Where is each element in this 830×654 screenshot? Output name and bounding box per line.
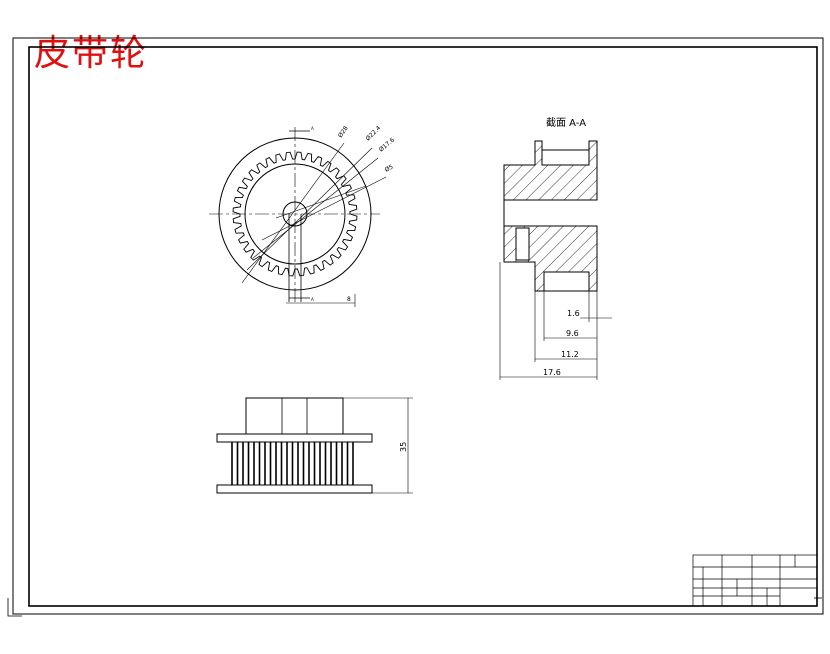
dim-11-2: 11.2 <box>561 350 579 359</box>
title-block <box>692 554 818 607</box>
hub-circle <box>244 163 346 265</box>
section-marker-top: A <box>311 126 314 131</box>
dim-dia-17-6: Ø17.6 <box>378 136 396 153</box>
dim-dia-22-4: Ø22.4 <box>364 125 382 143</box>
dim-height-35: 35 <box>399 442 408 452</box>
dim-17-6: 17.6 <box>543 368 561 377</box>
front-view <box>209 127 387 307</box>
gear-teeth-profile <box>232 151 358 277</box>
corner-mark-left <box>7 598 22 617</box>
dim-dia-28: Ø28 <box>337 125 350 139</box>
flange-circle <box>218 137 372 291</box>
outer-sheet-border <box>12 37 824 615</box>
side-view <box>216 397 413 494</box>
dim-dia-5: Ø5 <box>384 163 395 173</box>
section-label: 截面 A-A <box>546 116 586 129</box>
dim-9-6: 9.6 <box>566 329 579 338</box>
dim-1-6: 1.6 <box>567 309 580 318</box>
section-view <box>499 140 612 380</box>
inner-sheet-border <box>28 46 818 607</box>
section-marker-bottom: A <box>311 297 314 302</box>
drawing-title: 皮带轮 <box>34 33 149 74</box>
belt-teeth-lines <box>231 442 354 485</box>
bore-circle <box>282 201 308 227</box>
dim-front-bottom: 8 <box>347 296 351 303</box>
